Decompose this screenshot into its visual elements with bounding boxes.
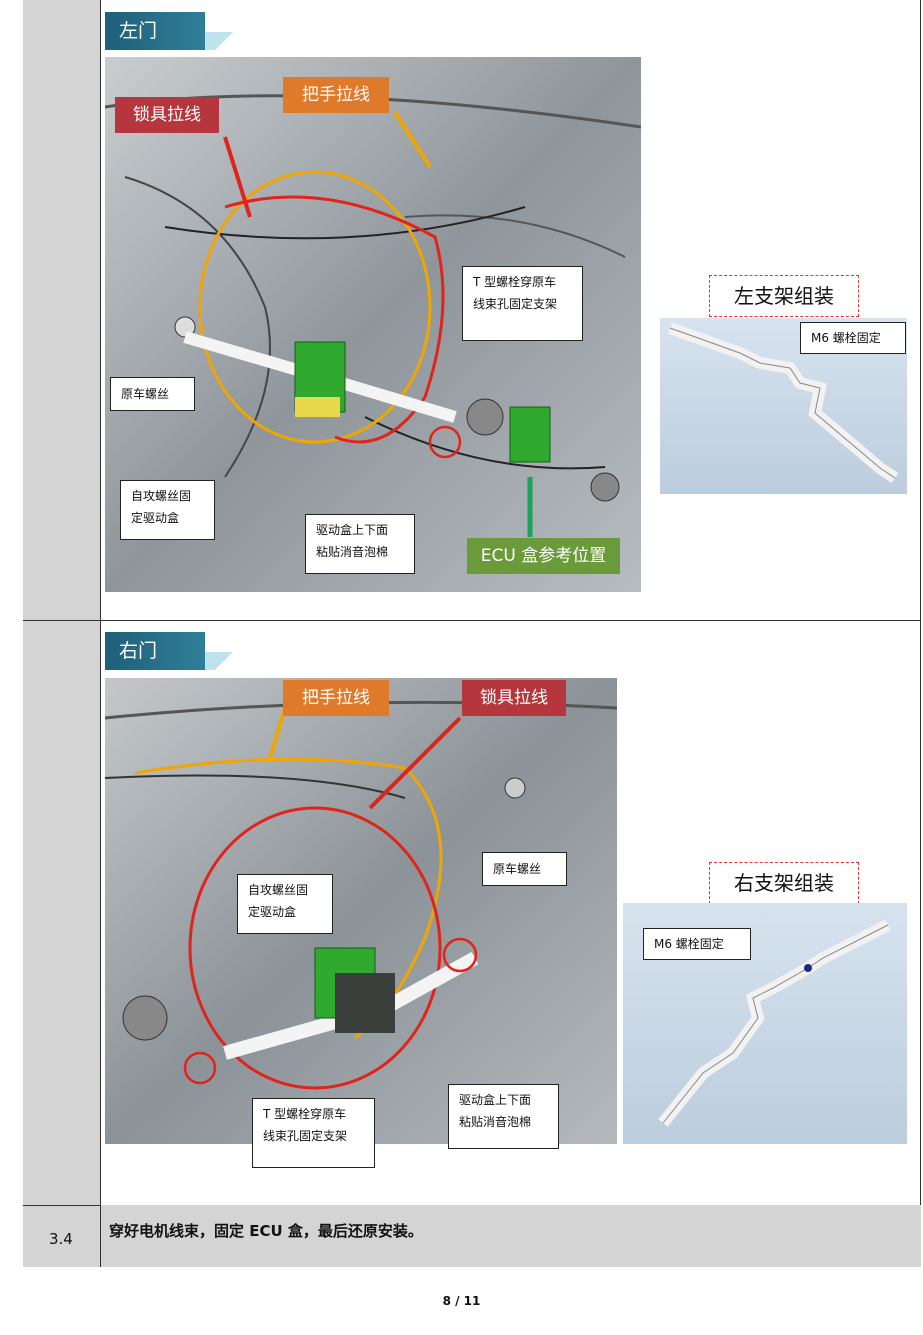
callout-line: 驱动盒上下面: [459, 1093, 532, 1107]
callout-t-bolt: T 型螺栓穿原车 线束孔固定支架: [462, 266, 583, 341]
right-bracket-render: [623, 903, 907, 1144]
left-bracket-drawing: [667, 322, 899, 483]
callout-self-tap-screw: 自攻螺丝固 定驱动盒: [120, 480, 215, 540]
callout-m6-bolt-left: M6 螺栓固定: [800, 322, 906, 354]
right-bracket-drawing: [658, 919, 891, 1127]
callout-m6-bolt-right: M6 螺栓固定: [643, 928, 751, 960]
callout-foam: 驱动盒上下面 粘贴消音泡棉: [448, 1084, 559, 1149]
tag-handle-cable: 把手拉线: [283, 680, 389, 716]
callout-line: 自攻螺丝固: [248, 883, 309, 897]
callout-foam: 驱动盒上下面 粘贴消音泡棉: [305, 514, 415, 574]
callout-line: T 型螺栓穿原车: [473, 275, 557, 289]
callout-line: 粘贴消音泡棉: [316, 545, 389, 559]
right-bracket-title: 右支架组装: [709, 862, 859, 904]
callout-line: 定驱动盒: [248, 905, 297, 919]
callout-line: 线束孔固定支架: [263, 1129, 348, 1143]
step-row-bg: [101, 1205, 921, 1267]
right-door-photo: [105, 678, 617, 1144]
callout-self-tap-screw: 自攻螺丝固 定驱动盒: [237, 874, 333, 934]
step-number-column: [23, 0, 101, 1267]
callout-original-screw: 原车螺丝: [482, 852, 567, 886]
page-number: 8 / 11: [442, 1294, 481, 1308]
section-title-left-door: 左门: [105, 12, 243, 50]
tag-ecu-reference: ECU 盒参考位置: [467, 538, 620, 574]
tag-lock-cable: 锁具拉线: [115, 97, 219, 133]
left-bracket-title: 左支架组装: [709, 275, 859, 317]
row-divider: [23, 620, 921, 621]
callout-t-bolt: T 型螺栓穿原车 线束孔固定支架: [252, 1098, 375, 1168]
callout-line: 线束孔固定支架: [473, 297, 558, 311]
tag-lock-cable: 锁具拉线: [462, 680, 566, 716]
callout-line: 定驱动盒: [131, 511, 180, 525]
right-door-illustration: [105, 678, 617, 1144]
callout-line: T 型螺栓穿原车: [263, 1107, 347, 1121]
callout-line: 驱动盒上下面: [316, 523, 389, 537]
callout-original-screw: 原车螺丝: [110, 377, 195, 411]
step-number: 3.4: [49, 1230, 73, 1248]
callout-line: 粘贴消音泡棉: [459, 1115, 532, 1129]
section-title-right-door: 右门: [105, 632, 243, 670]
tag-handle-cable: 把手拉线: [283, 77, 389, 113]
step-instruction: 穿好电机线束，固定 ECU 盒，最后还原安装。: [109, 1222, 423, 1240]
callout-line: 自攻螺丝固: [131, 489, 192, 503]
